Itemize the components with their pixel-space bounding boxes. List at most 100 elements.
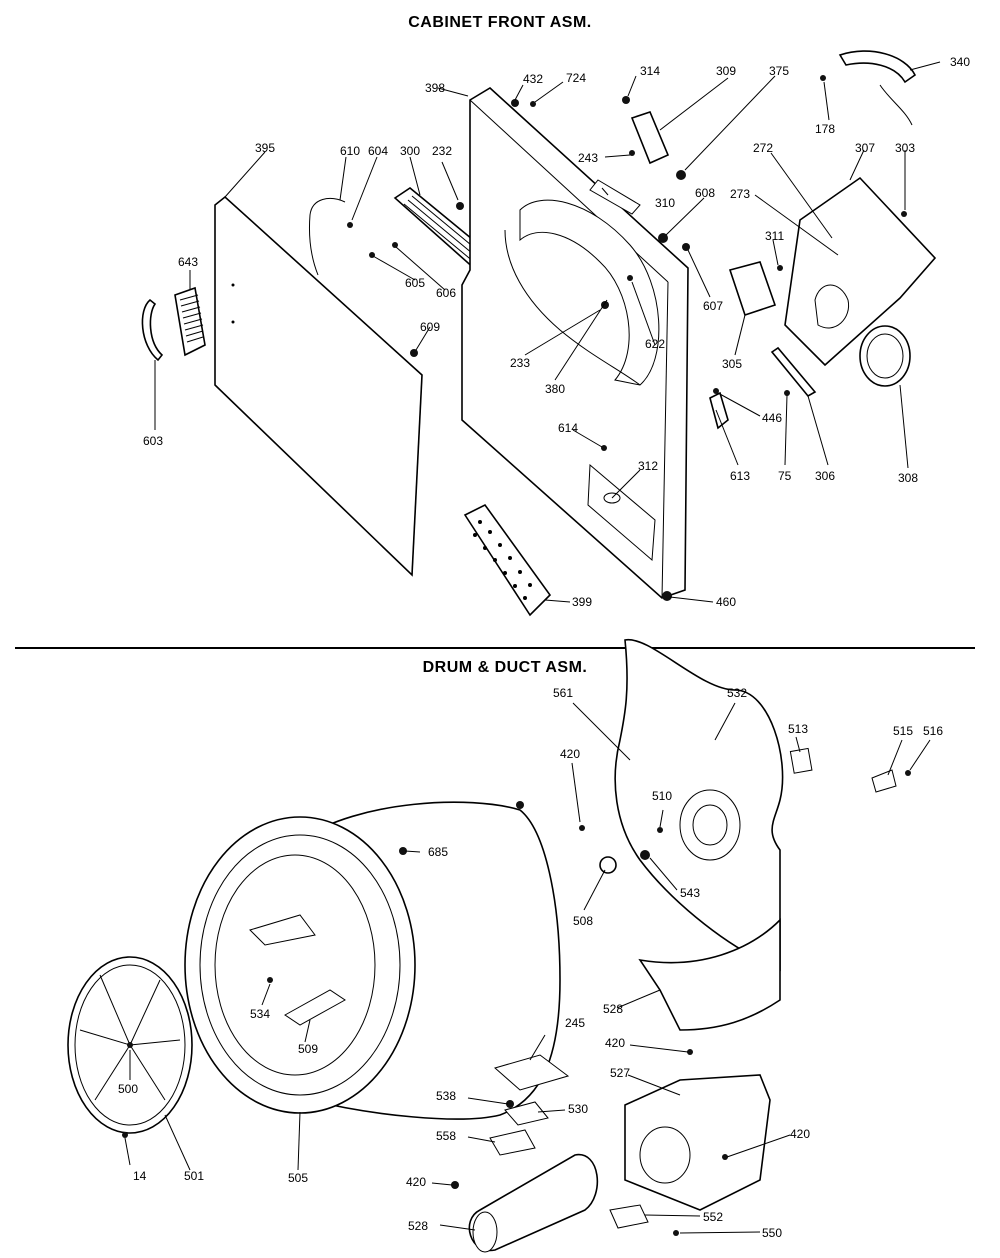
callout-399: 399 xyxy=(572,595,592,609)
handle-603 xyxy=(141,298,164,362)
fasteners-bottom xyxy=(122,770,911,1236)
leader-lines-bottom xyxy=(124,702,931,1234)
callout-608: 608 xyxy=(695,186,715,200)
callout-532: 532 xyxy=(727,686,747,700)
callout-395: 395 xyxy=(255,141,275,155)
callout-420-d: 420 xyxy=(406,1175,426,1189)
callout-603: 603 xyxy=(143,434,163,448)
callout-534: 534 xyxy=(250,1007,270,1021)
callout-306: 306 xyxy=(815,469,835,483)
callout-307: 307 xyxy=(855,141,875,155)
callout-501: 501 xyxy=(184,1169,204,1183)
callout-245: 245 xyxy=(565,1016,585,1030)
callout-398: 398 xyxy=(425,81,445,95)
callout-607: 607 xyxy=(703,299,723,313)
callout-233: 233 xyxy=(510,356,530,370)
callout-508: 508 xyxy=(573,914,593,928)
vent-643 xyxy=(174,286,206,357)
callout-75: 75 xyxy=(778,469,792,483)
part-530 xyxy=(504,1101,549,1126)
block-305 xyxy=(728,261,777,317)
toe-grille-399 xyxy=(463,503,552,617)
wire-610 xyxy=(309,198,346,276)
fasteners xyxy=(347,75,907,601)
callout-528-b: 528 xyxy=(408,1219,428,1233)
callout-314: 314 xyxy=(640,64,660,78)
callout-552: 552 xyxy=(703,1210,723,1224)
cabinet-front-title: CABINET FRONT ASM. xyxy=(408,14,592,31)
callout-300: 300 xyxy=(400,144,420,158)
part-552 xyxy=(609,1204,649,1229)
callout-509: 509 xyxy=(298,1042,318,1056)
callout-724: 724 xyxy=(566,71,586,85)
baffle-509 xyxy=(284,989,346,1026)
bracket-306 xyxy=(770,346,817,398)
callout-311: 311 xyxy=(765,229,784,243)
cable-340 xyxy=(838,50,917,84)
callout-513: 513 xyxy=(788,722,808,736)
heater-526 xyxy=(468,1154,599,1252)
part-513 xyxy=(789,747,813,774)
callout-14: 14 xyxy=(133,1169,147,1183)
callout-375: 375 xyxy=(769,64,789,78)
access-panel xyxy=(587,463,656,562)
drum-duct-title: DRUM & DUCT ASM. xyxy=(423,659,588,676)
callout-515: 515 xyxy=(893,724,913,738)
door-opening xyxy=(519,199,660,386)
callout-labels: 398 432 724 314 309 375 340 395 610 604 … xyxy=(118,55,970,1240)
callout-420-b: 420 xyxy=(605,1036,625,1050)
callout-538: 538 xyxy=(436,1089,456,1103)
callout-528-a: 528 xyxy=(603,1002,623,1016)
part-558 xyxy=(489,1129,536,1156)
callout-312: 312 xyxy=(638,459,658,473)
callout-272: 272 xyxy=(753,141,773,155)
callout-516: 516 xyxy=(923,724,943,738)
callout-622: 622 xyxy=(645,337,665,351)
callout-460: 460 xyxy=(716,595,736,609)
callout-309: 309 xyxy=(716,64,736,78)
callout-543: 543 xyxy=(680,886,700,900)
callout-558: 558 xyxy=(436,1129,456,1143)
callout-527: 527 xyxy=(610,1066,630,1080)
switch-309 xyxy=(630,111,670,165)
callout-305: 305 xyxy=(722,357,742,371)
callout-505: 505 xyxy=(288,1171,308,1185)
callout-340: 340 xyxy=(950,55,970,69)
callout-500: 500 xyxy=(118,1082,138,1096)
callout-420-a: 420 xyxy=(560,747,580,761)
callout-432: 432 xyxy=(523,72,543,86)
callout-420-c: 420 xyxy=(790,1127,810,1141)
callout-178: 178 xyxy=(815,122,835,136)
callout-530: 530 xyxy=(568,1102,588,1116)
callout-614: 614 xyxy=(558,421,578,435)
clip-613 xyxy=(709,391,729,430)
part-508 xyxy=(599,856,617,874)
callout-446: 446 xyxy=(762,411,782,425)
callout-643: 643 xyxy=(178,255,198,269)
part-515 xyxy=(871,769,897,793)
callout-609: 609 xyxy=(420,320,440,334)
callout-243: 243 xyxy=(578,151,598,165)
baffle xyxy=(249,914,316,946)
callout-606: 606 xyxy=(436,286,456,300)
callout-303: 303 xyxy=(895,141,915,155)
callout-613: 613 xyxy=(730,469,750,483)
callout-510: 510 xyxy=(652,789,672,803)
callout-604: 604 xyxy=(368,144,388,158)
callout-605: 605 xyxy=(405,276,425,290)
plate-245 xyxy=(493,1054,570,1091)
callout-232: 232 xyxy=(432,144,452,158)
control-housing-307 xyxy=(784,176,937,367)
callout-685: 685 xyxy=(428,845,448,859)
callout-310: 310 xyxy=(655,196,675,210)
leader-lines-top xyxy=(154,61,941,603)
callout-550: 550 xyxy=(762,1226,782,1240)
callout-273: 273 xyxy=(730,187,750,201)
door-panel-395 xyxy=(214,195,423,577)
callout-610: 610 xyxy=(340,144,360,158)
callout-308: 308 xyxy=(898,471,918,485)
callout-561: 561 xyxy=(553,686,573,700)
callout-380: 380 xyxy=(545,382,565,396)
duct-528 xyxy=(638,918,781,1031)
